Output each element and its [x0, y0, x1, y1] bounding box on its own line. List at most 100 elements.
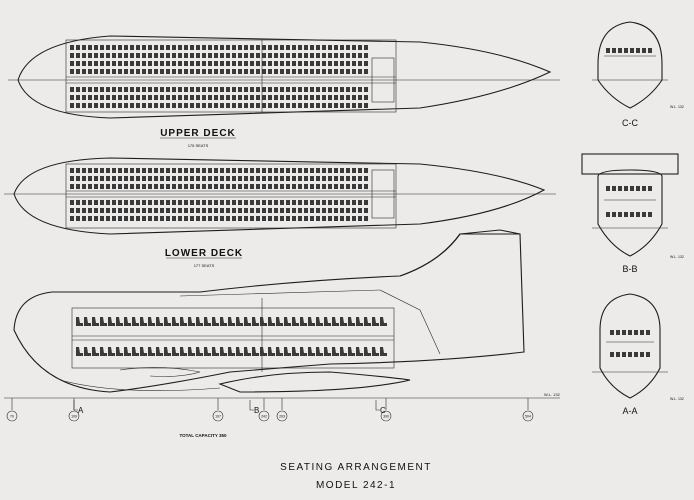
seat	[268, 184, 272, 189]
seat	[304, 184, 308, 189]
seat	[226, 176, 230, 181]
seat	[364, 45, 368, 50]
seat	[340, 95, 344, 100]
seat	[70, 53, 74, 58]
seat-profile	[164, 347, 171, 356]
seat	[256, 176, 260, 181]
seat	[106, 168, 110, 173]
station-marker	[6, 410, 18, 422]
seat	[340, 216, 344, 221]
seat-profile	[244, 317, 251, 326]
seat	[100, 69, 104, 74]
seat	[148, 45, 152, 50]
seat	[232, 95, 236, 100]
seat	[172, 45, 176, 50]
seat	[208, 168, 212, 173]
seat	[352, 61, 356, 66]
seat	[190, 103, 194, 108]
seat	[352, 95, 356, 100]
seat-profile	[276, 347, 283, 356]
seat	[142, 168, 146, 173]
seat	[112, 53, 116, 58]
seat	[624, 212, 628, 217]
seat	[322, 208, 326, 213]
seat	[268, 176, 272, 181]
seat	[202, 69, 206, 74]
seat	[208, 95, 212, 100]
station-marker	[522, 410, 534, 422]
drawing-title: SEATING ARRANGEMENT	[280, 462, 432, 473]
seat	[334, 216, 338, 221]
seat	[340, 184, 344, 189]
seat	[250, 53, 254, 58]
seat	[214, 103, 218, 108]
station-number: 293	[279, 415, 285, 419]
station-marker	[258, 410, 270, 422]
seat	[136, 208, 140, 213]
seat	[340, 208, 344, 213]
seat	[202, 45, 206, 50]
seat	[148, 200, 152, 205]
seat	[358, 69, 362, 74]
seat	[172, 95, 176, 100]
seat-profile	[372, 317, 379, 326]
seat	[610, 352, 614, 357]
seat	[160, 69, 164, 74]
seat	[136, 216, 140, 221]
seat	[100, 176, 104, 181]
seat	[112, 103, 116, 108]
seat	[202, 168, 206, 173]
seat	[244, 168, 248, 173]
seat-profile	[180, 317, 187, 326]
seat	[70, 45, 74, 50]
seat	[292, 61, 296, 66]
seat	[304, 176, 308, 181]
seat	[304, 87, 308, 92]
seat	[82, 95, 86, 100]
seat	[268, 200, 272, 205]
seat-profile	[172, 317, 179, 326]
seat-profile	[340, 317, 347, 326]
seat-profile	[340, 347, 347, 356]
section-view-b-b: B-B W.L. 132	[581, 153, 684, 274]
seat	[358, 216, 362, 221]
seat	[136, 45, 140, 50]
seat	[178, 95, 182, 100]
seat	[244, 53, 248, 58]
seat-profile	[292, 317, 299, 326]
seat	[136, 184, 140, 189]
seat	[142, 208, 146, 213]
seat	[100, 184, 104, 189]
seat	[148, 103, 152, 108]
seat	[226, 45, 230, 50]
seat	[196, 200, 200, 205]
seat	[112, 69, 116, 74]
seat	[298, 103, 302, 108]
seat	[148, 168, 152, 173]
seat	[310, 208, 314, 213]
seat	[310, 184, 314, 189]
seat	[136, 103, 140, 108]
seat	[304, 216, 308, 221]
seat	[328, 200, 332, 205]
seat	[316, 69, 320, 74]
seat	[166, 184, 170, 189]
seat	[118, 103, 122, 108]
seat	[250, 45, 254, 50]
seat	[70, 184, 74, 189]
seat	[124, 69, 128, 74]
seat	[202, 95, 206, 100]
seat-profile	[276, 317, 283, 326]
seat	[292, 176, 296, 181]
seat	[292, 200, 296, 205]
seat	[88, 184, 92, 189]
seat	[184, 200, 188, 205]
seat	[364, 61, 368, 66]
seat	[292, 69, 296, 74]
seat	[190, 69, 194, 74]
seat	[208, 53, 212, 58]
seat	[304, 45, 308, 50]
seat	[606, 48, 610, 53]
lower-deck-plan: LOWER DECK 177 SEATS	[4, 157, 556, 268]
seat	[70, 87, 74, 92]
